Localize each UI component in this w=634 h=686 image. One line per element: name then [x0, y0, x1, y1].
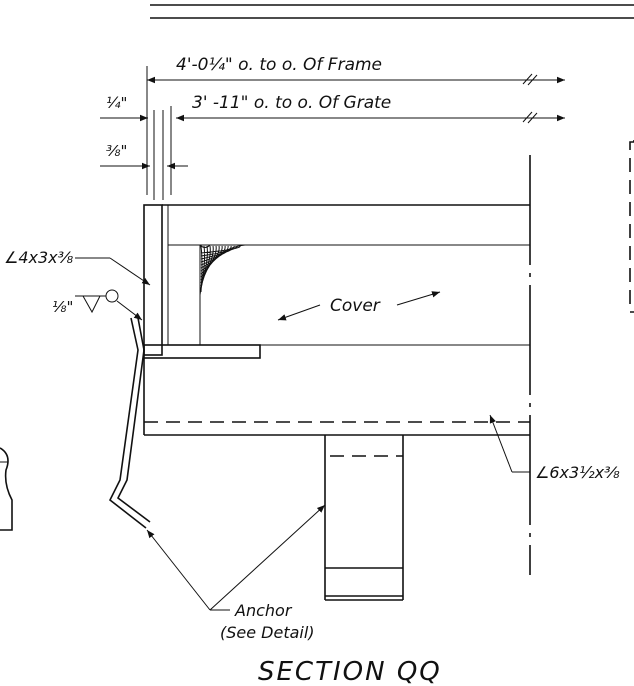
angle-left-leader [75, 257, 151, 286]
frame-dimension-line [146, 66, 565, 195]
anchor-bar [108, 317, 151, 529]
angle-right-leader [489, 414, 530, 473]
frame-body [143, 204, 530, 436]
left-partial-object [0, 447, 13, 531]
weld-symbol [75, 289, 143, 321]
section-title: SECTION QQ [258, 657, 442, 686]
top-border [150, 4, 634, 19]
anchor-leaders [146, 504, 326, 611]
cover-fillet [199, 244, 246, 345]
weld-size-label: ⅛" [52, 298, 73, 316]
anchor-label: Anchor [234, 601, 293, 620]
grate-dimension-line [100, 106, 565, 195]
cover-arrows [277, 291, 441, 321]
angle-right-label: ∠6x3½x⅜ [535, 463, 620, 482]
three-eighths-label: ⅜" [106, 142, 127, 160]
support-block [324, 435, 404, 601]
angle-left-label: ∠4x3x⅜ [4, 248, 74, 267]
grate-dimension-label: 3' -11" o. to o. Of Grate [192, 93, 391, 113]
cover-label: Cover [330, 296, 381, 316]
frame-dimension-label: 4'-0¼" o. to o. Of Frame [176, 55, 382, 75]
small-dimension-lines [100, 110, 188, 200]
anchor-detail-label: (See Detail) [220, 623, 315, 642]
quarter-inch-label: ¼" [106, 94, 127, 112]
adjacent-detail-outline [629, 140, 634, 313]
left-angle-vertical-leg [143, 204, 163, 356]
fillet-hatch [200, 245, 241, 293]
